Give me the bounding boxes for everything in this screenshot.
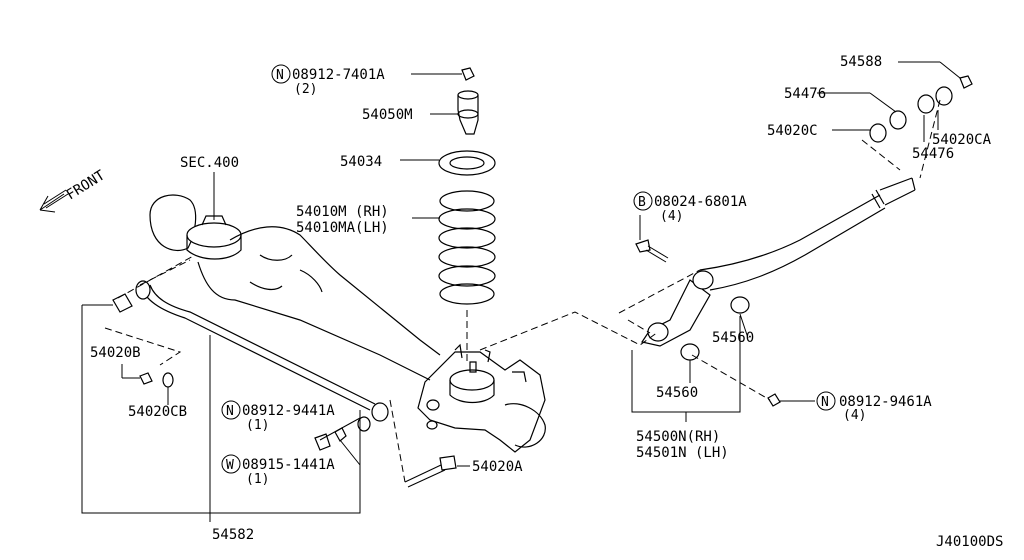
bumper-label: 54050M bbox=[362, 107, 413, 123]
bush-476b-label: 54476 bbox=[912, 146, 954, 162]
assembly-dash-4 bbox=[691, 354, 771, 401]
arm-lh-label: 54501N (LH) bbox=[636, 445, 729, 461]
washer-mid-qty: (1) bbox=[246, 472, 269, 487]
lower-link-arm-illustration bbox=[641, 270, 714, 347]
seat-label: 54034 bbox=[340, 154, 382, 170]
assembly-dash-7 bbox=[104, 327, 182, 366]
diagram-code: J40100DS bbox=[936, 534, 1003, 550]
assembly-dash-8 bbox=[389, 399, 406, 483]
circled-n-icon-mid bbox=[221, 400, 241, 420]
stabilizer-bar-illustration bbox=[112, 280, 389, 432]
upper-bushing-stack-icons bbox=[869, 75, 973, 143]
circled-w-icon bbox=[221, 454, 241, 474]
nut-mid-code: 08912-9441A bbox=[242, 403, 335, 419]
stabilizer-label: 54582 bbox=[212, 527, 254, 543]
circled-b-icon bbox=[633, 191, 653, 211]
front-arrow-icon bbox=[39, 189, 69, 213]
nut-mid-prefix: N bbox=[226, 404, 234, 419]
bush-560a-label: 54560 bbox=[712, 330, 754, 346]
stabilizer-small-parts-icons bbox=[139, 372, 347, 451]
nut-right-prefix: N bbox=[821, 395, 829, 410]
assembly-dash-2 bbox=[618, 269, 701, 314]
label-bolt-b: B 08024-6801A (4) bbox=[633, 191, 747, 224]
nut-top-qty: (2) bbox=[294, 82, 317, 97]
nut-right-code: 08912-9461A bbox=[839, 394, 932, 410]
spring-rh-label: 54010M (RH) bbox=[296, 204, 389, 220]
bolt-54020a-icon bbox=[404, 455, 457, 488]
assembly-dash-3 bbox=[627, 319, 651, 334]
bolt-b-qty: (4) bbox=[660, 209, 683, 224]
nut-mid-qty: (1) bbox=[246, 418, 269, 433]
nut-top-code: 08912-7401A bbox=[292, 67, 385, 83]
assembly-dash-1 bbox=[479, 311, 659, 351]
knuckle-hub-illustration bbox=[417, 343, 546, 453]
nut-top-prefix: N bbox=[276, 68, 284, 83]
label-nut-right: N 08912-9461A (4) bbox=[816, 391, 932, 423]
bush-020c-label: 54020C bbox=[767, 123, 818, 139]
bolt-b-icon bbox=[635, 239, 669, 263]
assembly-dash-10 bbox=[139, 259, 191, 286]
spring-seat-icon bbox=[438, 150, 496, 176]
circled-n-icon-right bbox=[816, 391, 836, 411]
bump-stopper-icon bbox=[457, 90, 479, 135]
arm-rh-label: 54500N(RH) bbox=[636, 429, 720, 445]
nut-588-label: 54588 bbox=[840, 54, 882, 70]
label-nut-top: N 08912-7401A (2) bbox=[271, 64, 385, 97]
spring-lh-label: 54010MA(LH) bbox=[296, 220, 389, 236]
label-washer-mid: W 08915-1441A (1) bbox=[221, 454, 335, 487]
bolt-b-prefix: B bbox=[638, 195, 646, 210]
leader-lines bbox=[121, 61, 961, 467]
label-nut-mid: N 08912-9441A (1) bbox=[221, 400, 335, 433]
bush-560b-label: 54560 bbox=[656, 385, 698, 401]
bush-476a-label: 54476 bbox=[784, 86, 826, 102]
sec-label: SEC.400 bbox=[180, 155, 239, 171]
washer-mid-code: 08915-1441A bbox=[242, 457, 335, 473]
nut-right-qty: (4) bbox=[843, 408, 866, 423]
bushing-b-label: 54020B bbox=[90, 345, 141, 361]
bush-020ca-label: 54020CA bbox=[932, 132, 992, 148]
bushing-cb-label: 54020CB bbox=[128, 404, 187, 420]
stabilizer-bracket-frame bbox=[81, 305, 361, 514]
axle-housing-illustration bbox=[149, 194, 441, 381]
circled-n-icon bbox=[271, 64, 291, 84]
top-nut-icon bbox=[461, 67, 475, 81]
assembly-dash-9 bbox=[117, 254, 196, 299]
coil-spring-icon bbox=[438, 190, 496, 305]
assembly-dash-6 bbox=[919, 99, 941, 179]
bolt-label: 54020A bbox=[472, 459, 523, 475]
washer-mid-prefix: W bbox=[226, 458, 234, 473]
assembly-dash-5 bbox=[861, 139, 901, 171]
upper-link-arm-illustration bbox=[699, 177, 916, 291]
bolt-b-code: 08024-6801A bbox=[654, 194, 747, 210]
front-label: FRONT bbox=[64, 167, 109, 203]
